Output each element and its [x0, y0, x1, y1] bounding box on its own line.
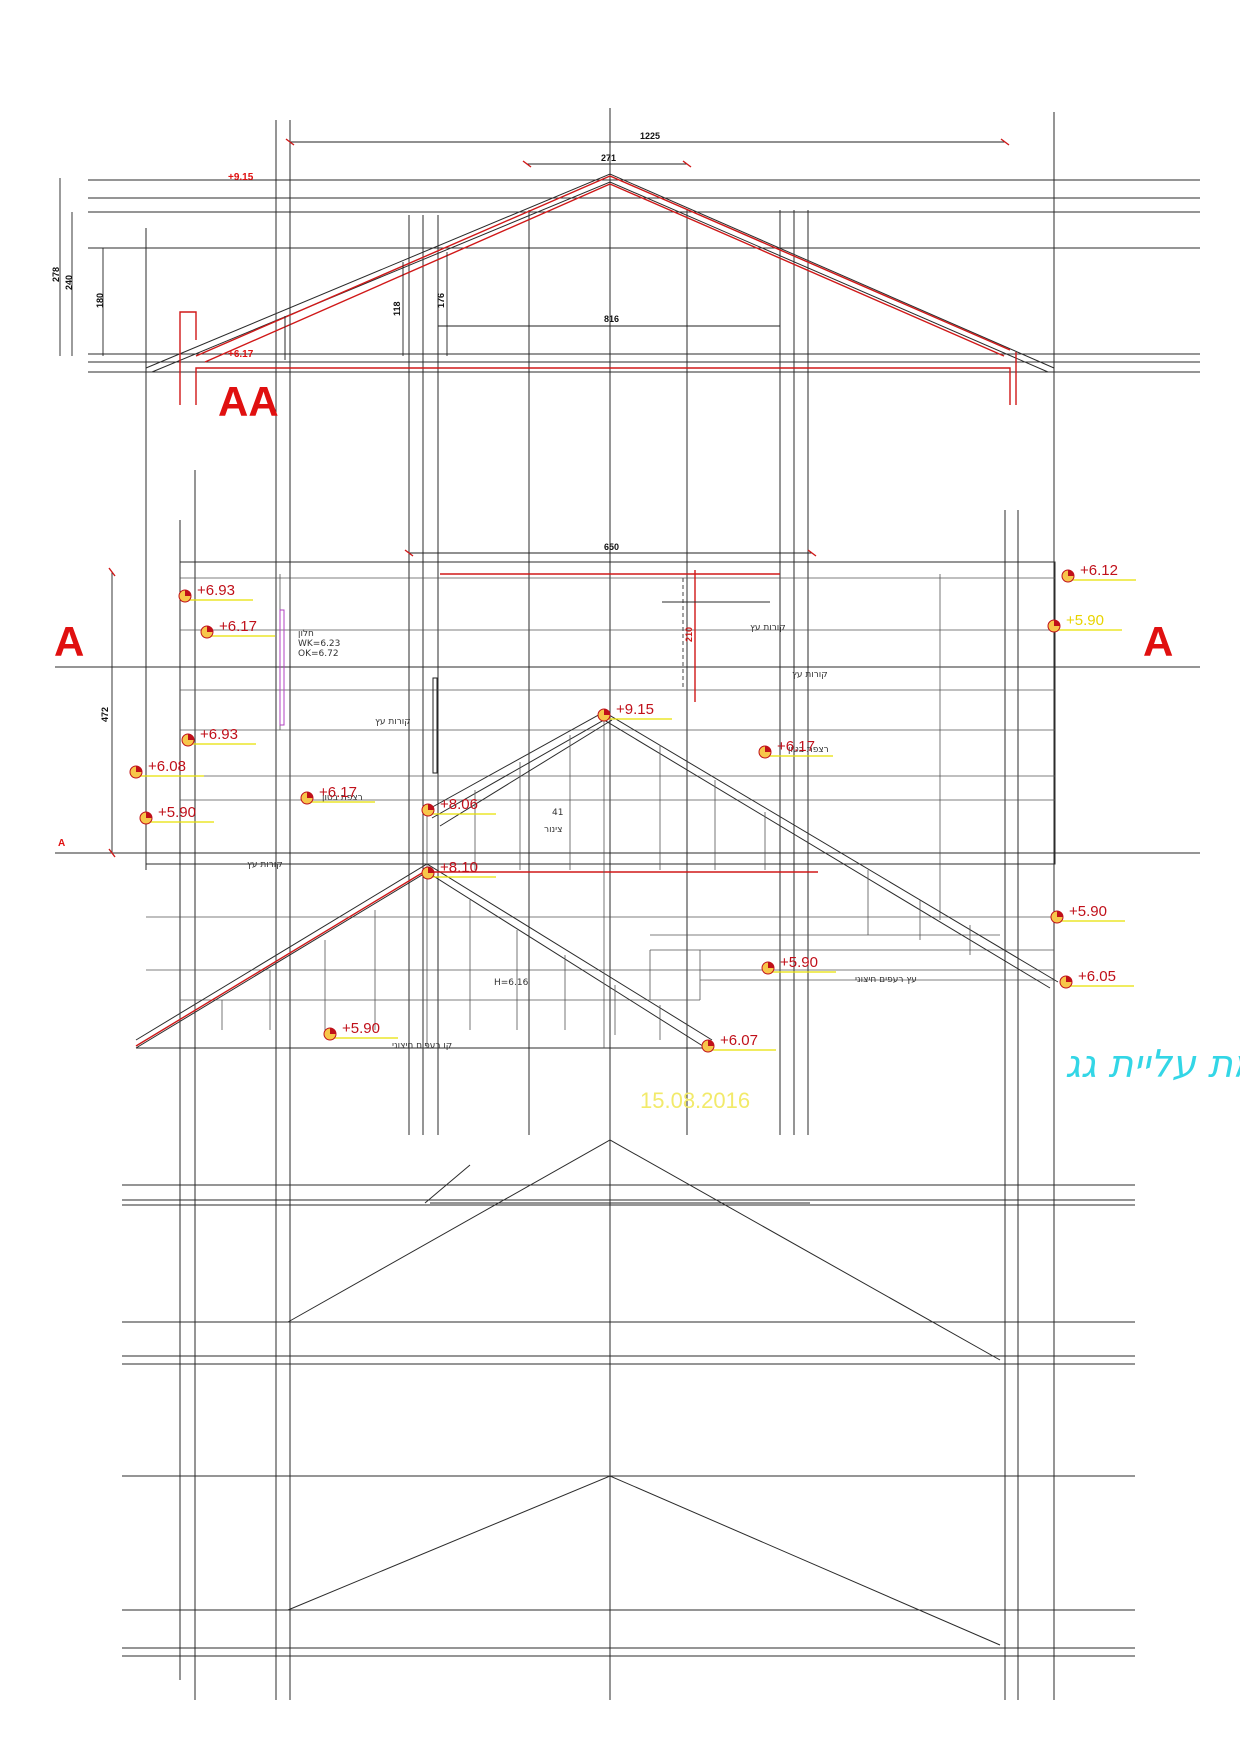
section-aa: 1225 271 816 278 240 180 118 176 +9.15 +…	[51, 131, 1200, 425]
level-markers: +6.93 +6.17 +6.93 +6.08 +5.90 +6.17 +8.06 +8.10…	[129, 562, 1136, 1053]
roof-plan: 650 472 210 A	[54, 542, 1200, 1049]
note-h: H=6.16	[494, 978, 529, 988]
level-marker: +6.93	[181, 726, 256, 747]
level-marker: +6.17	[200, 618, 275, 639]
level-value: +6.07	[720, 1032, 758, 1049]
level-marker: +6.17	[758, 738, 833, 759]
level-symbol-quadrant	[307, 792, 313, 798]
level-value: +6.05	[1078, 968, 1116, 985]
note-chimney: צינור	[544, 825, 563, 835]
level-marker: +8.06	[421, 796, 496, 817]
level-symbol-quadrant	[428, 867, 434, 873]
title-date: 15.08.2016	[640, 1088, 750, 1113]
vertical-grid	[145, 108, 1055, 1700]
level-symbol-quadrant	[1054, 620, 1060, 626]
level-marker: +5.90	[323, 1020, 398, 1041]
level-symbol-quadrant	[136, 766, 142, 772]
level-symbol-quadrant	[1068, 570, 1074, 576]
level-value: +8.10	[440, 859, 478, 876]
level-marker: +8.10	[421, 859, 496, 880]
dim-height-b: 240	[64, 275, 74, 290]
dim-plan-depth: 472	[100, 707, 110, 722]
title-text: קומת עליית גג	[1065, 1042, 1240, 1086]
dim-height-c: 180	[95, 293, 105, 308]
level-value: +8.06	[440, 796, 478, 813]
level-value: +5.90	[1066, 612, 1104, 629]
note-wood-beam-4: קורות עץ	[247, 860, 283, 870]
level-symbol-quadrant	[1057, 911, 1063, 917]
level-marker: +6.17	[300, 784, 375, 805]
level-value: +6.08	[148, 758, 186, 775]
level-symbol-quadrant	[765, 746, 771, 752]
level-value: +6.17	[319, 784, 357, 801]
level-marker: +5.90	[761, 954, 836, 975]
note-wood-beam-2: קורות עץ	[792, 670, 828, 680]
note-window-ok: OK=6.72	[298, 649, 339, 659]
level-symbol-quadrant	[768, 962, 774, 968]
level-symbol-quadrant	[1066, 976, 1072, 982]
section-level-top: +9.15	[228, 172, 254, 183]
dim-overall-width: 1225	[640, 131, 660, 141]
section-label-aa: AA	[218, 378, 279, 425]
level-marker: +5.90	[1047, 612, 1122, 633]
level-symbol-quadrant	[708, 1040, 714, 1046]
dim-ridge-width: 271	[601, 153, 616, 163]
level-value: +5.90	[158, 804, 196, 821]
note-wood-beam-1: קורות עץ	[750, 623, 786, 633]
note-window-wk: WK=6.23	[298, 639, 340, 649]
drawing-title: קומת עליית גג 15.08.2016	[640, 1042, 1240, 1113]
level-marker: +6.07	[701, 1032, 776, 1053]
lower-elevation	[122, 1139, 1135, 1657]
section-label-a-left: A	[54, 618, 84, 665]
section-level-eave: +6.17	[228, 349, 254, 360]
dim-plan-span: 650	[604, 542, 619, 552]
level-symbol-quadrant	[146, 812, 152, 818]
level-marker: +6.93	[178, 582, 253, 603]
level-symbol-quadrant	[428, 804, 434, 810]
level-marker: +6.08	[129, 758, 204, 779]
dim-height-d: 118	[392, 301, 402, 316]
level-value: +5.90	[1069, 903, 1107, 920]
level-symbol-quadrant	[207, 626, 213, 632]
note-chimney-num: 41	[552, 808, 563, 818]
level-value: +6.12	[1080, 562, 1118, 579]
note-concrete-floor-2: רצפת בטון	[322, 793, 363, 803]
level-symbol-quadrant	[188, 734, 194, 740]
note-wood-beam-3: קורות עץ	[375, 717, 411, 727]
dim-height-a: 278	[51, 267, 61, 282]
note-outer-tiles-1: עץ רעפים חיצוני	[855, 975, 917, 985]
level-symbol-quadrant	[604, 709, 610, 715]
level-marker: +5.90	[139, 804, 214, 825]
level-value: +6.17	[219, 618, 257, 635]
level-value: +5.90	[342, 1020, 380, 1037]
dim-inner-span: 816	[604, 314, 619, 324]
level-value: +5.90	[780, 954, 818, 971]
level-value: +6.17	[777, 738, 815, 755]
level-marker: +6.05	[1059, 968, 1134, 989]
level-symbol-quadrant	[185, 590, 191, 596]
dim-height-e: 176	[436, 293, 446, 308]
level-value: +9.15	[616, 701, 654, 718]
level-marker: +9.15	[597, 701, 672, 722]
section-label-a-right: A	[1143, 618, 1173, 665]
level-value: +6.93	[197, 582, 235, 599]
level-marker: +6.12	[1061, 562, 1136, 583]
section-label-a-small: A	[58, 838, 65, 849]
level-value: +6.93	[200, 726, 238, 743]
level-marker: +5.90	[1050, 903, 1125, 924]
note-concrete-floor-1: רצפת בטון	[788, 745, 829, 755]
dim-beam-depth: 210	[684, 627, 694, 642]
note-window: חלון	[298, 629, 314, 639]
plan-notes: קורות עץ קורות עץ קורות עץ קורות עץ רצפת…	[247, 623, 917, 1051]
level-symbol-quadrant	[330, 1028, 336, 1034]
section-vertical-dims: 278 240 180 118 176	[51, 267, 446, 316]
note-outer-tiles-2: קו רעפים חיצוני	[392, 1041, 452, 1051]
